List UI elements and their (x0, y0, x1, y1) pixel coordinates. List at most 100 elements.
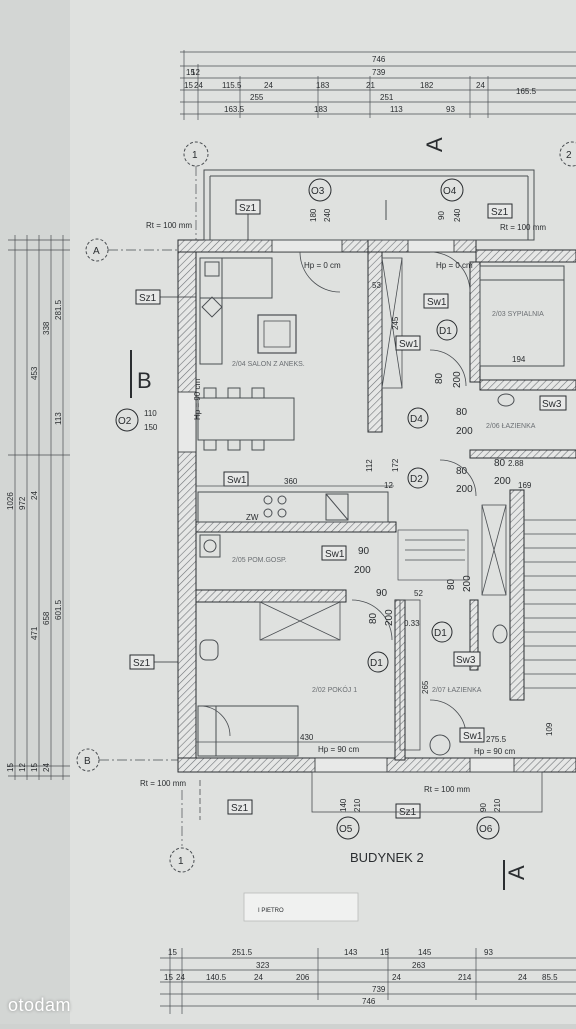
dim-label: 739 (372, 68, 386, 77)
svg-text:1: 1 (192, 150, 198, 161)
dim-label: 24 (194, 81, 203, 90)
svg-text:145: 145 (418, 948, 432, 957)
dim-label: 251 (380, 93, 394, 102)
svg-text:113: 113 (54, 412, 63, 425)
svg-text:Sw1: Sw1 (399, 339, 419, 350)
section-mark-a-bottom: A (504, 865, 529, 880)
svg-text:Sz1: Sz1 (133, 658, 151, 669)
tag-sz1-2: Sz1 (488, 204, 512, 218)
dim-label: 183 (314, 105, 328, 114)
svg-text:200: 200 (452, 371, 463, 388)
floor-label: I PIETRO (258, 908, 284, 914)
dim-label: 163.5 (224, 105, 245, 114)
tag-sw3-2: Sw3 (454, 652, 480, 666)
tag-sw1-1: Sw1 (424, 294, 448, 308)
svg-text:O4: O4 (443, 186, 457, 197)
svg-text:338: 338 (42, 321, 51, 335)
dim-note: 53 (372, 281, 381, 290)
svg-text:90: 90 (479, 803, 488, 812)
svg-text:93: 93 (484, 948, 493, 957)
svg-text:453: 453 (30, 366, 39, 380)
dim-note: 52 (414, 589, 423, 598)
dim-note: 12 (384, 481, 393, 490)
svg-text:24: 24 (254, 973, 263, 982)
svg-text:200: 200 (456, 484, 473, 495)
svg-text:Sz1: Sz1 (139, 293, 157, 304)
svg-text:15: 15 (380, 948, 389, 957)
dim-label: 746 (372, 55, 386, 64)
svg-text:140: 140 (339, 798, 348, 812)
svg-text:O2: O2 (118, 416, 132, 427)
dim-note: 194 (512, 355, 526, 364)
dim-note: ZW (246, 513, 259, 522)
annotation-hp: Hp = 0 cm (304, 261, 341, 270)
dim-label: 24 (264, 81, 273, 90)
svg-text:471: 471 (30, 626, 39, 640)
svg-text:110: 110 (144, 409, 157, 418)
dim-label: 182 (420, 81, 434, 90)
svg-text:1026: 1026 (6, 492, 15, 510)
tag-sw3-1: Sw3 (540, 396, 566, 410)
room-label-lazienka-1: 2/07 ŁAZIENKA (432, 687, 482, 694)
dim-note: 430 (300, 733, 314, 742)
tag-sz1-5: Sz1 (228, 800, 252, 814)
tag-sw1-3: Sw1 (224, 472, 248, 486)
svg-text:24: 24 (176, 973, 185, 982)
floor-label-card (244, 893, 358, 921)
annotation-hp: Hp = 90 cm (193, 379, 202, 420)
svg-text:24: 24 (392, 973, 401, 982)
dim-label: 12 (191, 68, 200, 77)
door-dim: 200 (354, 565, 371, 576)
svg-text:263: 263 (412, 961, 426, 970)
dim-note: 265 (421, 680, 430, 694)
svg-text:323: 323 (256, 961, 270, 970)
svg-text:80: 80 (446, 578, 457, 590)
dim-note: 109 (545, 722, 554, 736)
svg-text:D1: D1 (439, 326, 452, 337)
dim-label: 15 (184, 81, 193, 90)
svg-text:206: 206 (296, 973, 310, 982)
svg-text:210: 210 (353, 798, 362, 812)
watermark-logo: otodam (8, 995, 71, 1016)
dim-label: 113 (390, 105, 403, 114)
svg-text:Sw1: Sw1 (463, 731, 483, 742)
svg-text:Sz1: Sz1 (239, 203, 257, 214)
svg-text:80: 80 (434, 372, 445, 384)
section-mark-a-top: A (422, 137, 447, 152)
tag-sw1-5: Sw1 (460, 728, 484, 742)
svg-text:Sz1: Sz1 (399, 807, 417, 818)
svg-text:210: 210 (493, 798, 502, 812)
svg-text:240: 240 (453, 208, 462, 222)
svg-text:D1: D1 (370, 658, 383, 669)
tag-sw1-2: Sw1 (396, 336, 420, 350)
svg-text:D2: D2 (410, 474, 423, 485)
dim-label: 165.5 (516, 87, 537, 96)
annotation-hp: Hp = 0 cm (436, 261, 473, 270)
svg-text:214: 214 (458, 973, 472, 982)
svg-text:15: 15 (6, 763, 15, 772)
svg-text:240: 240 (323, 208, 332, 222)
svg-text:200: 200 (384, 609, 395, 626)
svg-text:80: 80 (456, 466, 468, 477)
door-dim: 90 (376, 588, 388, 599)
building-label: BUDYNEK 2 (350, 850, 424, 865)
svg-text:Sw3: Sw3 (456, 655, 476, 666)
door-dim: 200 (494, 476, 511, 487)
svg-text:O5: O5 (339, 824, 353, 835)
dim-note: 0.33 (404, 619, 420, 628)
annotation-rt: Rt = 100 mm (146, 221, 192, 230)
svg-text:O3: O3 (311, 186, 325, 197)
svg-text:601.5: 601.5 (54, 599, 63, 620)
svg-text:1: 1 (178, 856, 184, 867)
room-label-sypialnia: 2/03 SYPIALNIA (492, 311, 544, 318)
svg-text:972: 972 (18, 496, 27, 510)
svg-text:15: 15 (30, 763, 39, 772)
svg-text:200: 200 (456, 426, 473, 437)
svg-text:90: 90 (437, 211, 446, 220)
svg-text:Sw1: Sw1 (427, 297, 447, 308)
dim-label: 255 (250, 93, 264, 102)
room-label-pokoj: 2/02 POKÓJ 1 (312, 685, 357, 694)
svg-text:24: 24 (42, 763, 51, 772)
dim-note: 112 (365, 459, 374, 472)
